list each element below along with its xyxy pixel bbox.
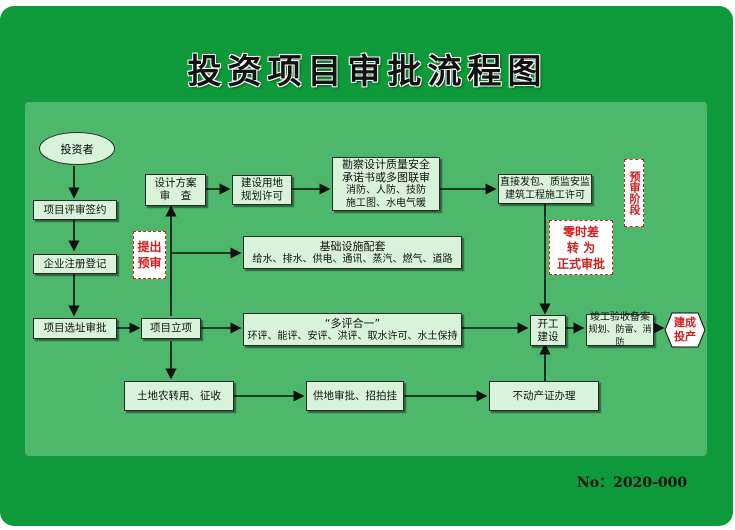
survey-line-1: 勘察设计质量安全	[342, 158, 430, 171]
multi-items: 环评、能评、安评、洪评、取水许可、水土保持	[247, 330, 458, 342]
accept-line-2: 规划、防雷、消防	[588, 324, 652, 348]
node-investor: 投资者	[39, 132, 115, 165]
early-line-1: 提出	[137, 240, 162, 254]
pre-review-stage-note: 预审阶段	[624, 159, 644, 227]
design-line-1: 设计方案	[154, 177, 197, 189]
accept-line-1: 竣工验收备案	[590, 311, 650, 323]
page-title: 投资项目审批流程图	[187, 52, 548, 92]
early-review-note: 提出 预审	[133, 231, 166, 279]
node-land-use-permit: 建设用地 规划许可	[232, 175, 292, 205]
node-start-construction: 开工 建设	[530, 315, 566, 346]
node-finish: 建成 投产	[664, 312, 706, 348]
node-land-supply: 供地审批、招拍挂	[306, 381, 404, 411]
finish-hexagon	[664, 312, 706, 348]
finish-line-1: 建成	[674, 316, 696, 329]
survey-line-4: 施工图、水电气暖	[346, 198, 426, 209]
node-survey-design: 勘察设计质量安全 承诺书或多图联审 消防、人防、技防 施工图、水电气暖	[332, 157, 440, 211]
node-sign: 项目评审签约	[33, 200, 117, 220]
node-construction-permit: 直接发包、质监安监 建筑工程施工许可	[498, 174, 592, 204]
node-acceptance: 竣工验收备案 规划、防雷、消防	[586, 311, 654, 348]
zero-lag-note: 零时差 转 为 正式审批	[549, 220, 613, 275]
node-multi-evaluation: “多评合一” 环评、能评、安评、洪评、取水许可、水土保持	[243, 313, 462, 346]
start-line-2: 建设	[537, 330, 559, 343]
serial-number: No：2020-000	[577, 475, 688, 491]
multi-title: “多评合一”	[324, 316, 381, 330]
node-design-review: 设计方案 审 查	[145, 174, 206, 206]
contract-line-2: 建筑工程施工许可	[505, 190, 585, 201]
zero-line-1: 零时差	[562, 224, 599, 239]
node-site-review: 项目选址审批	[33, 318, 117, 339]
infra-title: 基础设施配套	[319, 239, 386, 253]
node-approve: 项目立项	[141, 318, 201, 339]
node-property-cert: 不动产证办理	[489, 381, 599, 411]
survey-line-2: 承诺书或多图联审	[342, 171, 430, 184]
landuse-line-2: 规划许可	[241, 190, 283, 202]
design-line-2: 审 查	[159, 190, 192, 202]
infra-items: 给水、排水、供电、通讯、蒸汽、燃气、道路	[252, 253, 453, 265]
start-line-1: 开工	[537, 317, 559, 330]
finish-line-2: 投产	[674, 330, 696, 343]
zero-line-2: 转 为	[566, 240, 596, 255]
node-infrastructure: 基础设施配套 给水、排水、供电、通讯、蒸汽、燃气、道路	[243, 236, 462, 269]
node-land-conversion: 土地农转用、征收	[124, 381, 234, 411]
early-line-2: 预审	[137, 256, 162, 270]
node-register: 企业注册登记	[33, 254, 117, 274]
landuse-line-1: 建设用地	[241, 177, 283, 189]
survey-line-3: 消防、人防、技防	[346, 185, 426, 196]
zero-line-3: 正式审批	[556, 256, 605, 271]
contract-line-1: 直接发包、质监安监	[500, 177, 590, 188]
